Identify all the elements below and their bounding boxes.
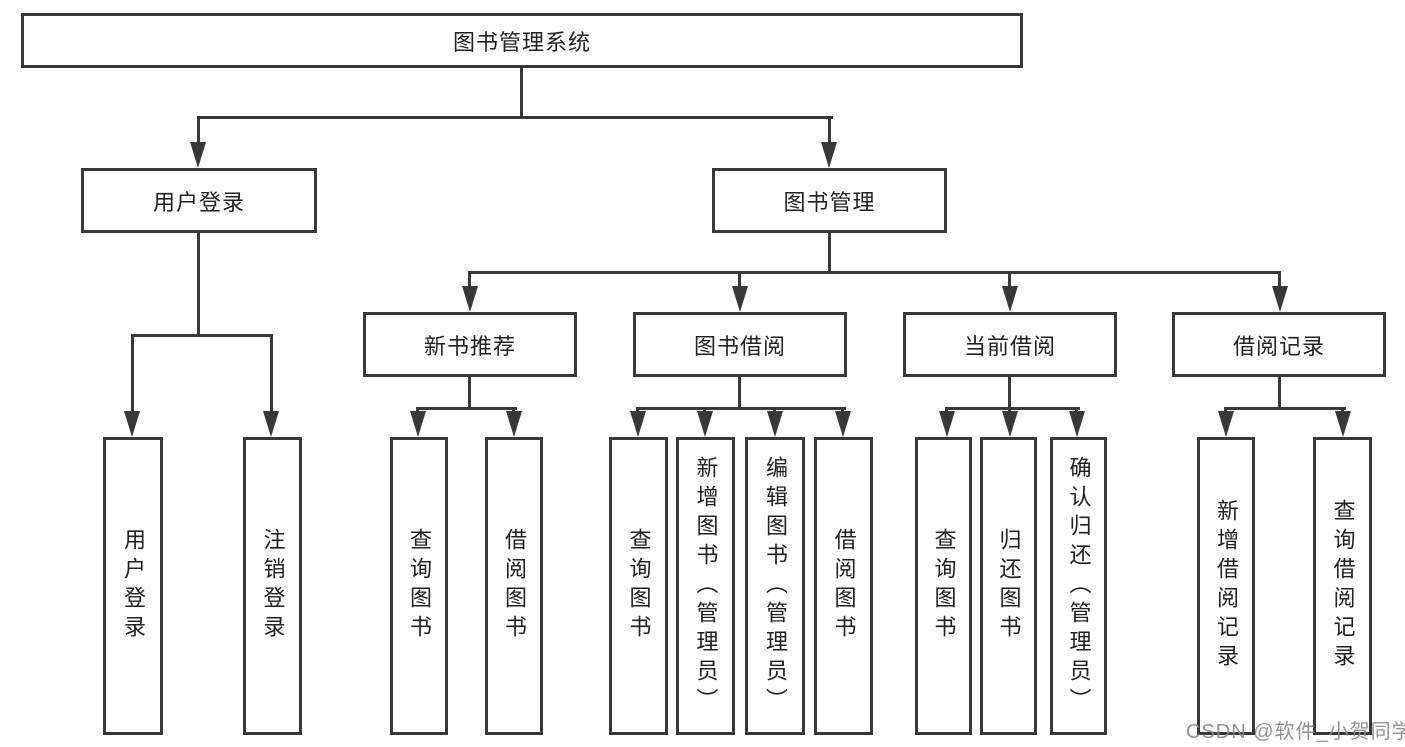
node-label: 图书管理系统	[452, 29, 591, 55]
node-leaf-borrow-books: 借阅图书	[814, 437, 873, 735]
connector-arrowhead	[1002, 286, 1018, 312]
connector-line	[738, 271, 741, 289]
node-label: 查询图书	[931, 528, 957, 644]
connector-line	[1278, 377, 1281, 409]
node-label: 图书管理	[783, 189, 876, 215]
node-leaf-add-book-admin: 新增图书（管理员）	[676, 437, 735, 735]
node-label: 新增借阅记录	[1214, 499, 1239, 673]
node-leaf-query-books-recommend: 查询图书	[390, 437, 448, 735]
connector-line	[738, 377, 741, 409]
node-label: 确认归还（管理员）	[1066, 455, 1092, 717]
node-book-management: 图书管理	[712, 168, 947, 233]
node-label: 查询图书	[626, 528, 652, 644]
connector-arrowhead	[1218, 411, 1234, 437]
connector-line	[945, 407, 1080, 410]
node-new-book-recommendation: 新书推荐	[363, 312, 577, 377]
connector-line	[636, 407, 846, 410]
connector-arrowhead	[506, 411, 522, 437]
connector-line	[1008, 271, 1011, 289]
connector-arrowhead	[630, 411, 646, 437]
connector-arrowhead	[1002, 411, 1018, 437]
connector-line	[416, 407, 517, 410]
node-current-borrowing: 当前借阅	[903, 312, 1117, 377]
node-leaf-user-login: 用户登录	[103, 437, 163, 735]
connector-line	[270, 334, 273, 412]
connector-arrowhead	[1335, 411, 1351, 437]
connector-arrowhead	[1069, 411, 1085, 437]
connector-line	[197, 233, 200, 337]
node-label: 注销登录	[260, 528, 286, 644]
connector-arrowhead	[263, 411, 279, 437]
node-label: 查询借阅记录	[1330, 499, 1356, 673]
connector-arrowhead	[767, 411, 783, 437]
connector-line	[197, 116, 200, 144]
node-leaf-add-borrow-record: 新增借阅记录	[1197, 437, 1255, 735]
node-leaf-query-books-borrowing: 查询图书	[609, 437, 668, 735]
node-leaf-logout: 注销登录	[243, 437, 302, 735]
csdn-watermark: CSDN @软件_小贺同学	[1186, 721, 1405, 743]
node-user-login: 用户登录	[81, 168, 317, 233]
connector-arrowhead	[821, 142, 837, 168]
node-label: 用户登录	[152, 189, 245, 215]
node-label: 借阅图书	[502, 528, 527, 644]
node-label: 新增图书（管理员）	[693, 455, 719, 717]
node-label: 图书借阅	[693, 333, 786, 359]
node-label: 编辑图书（管理员）	[763, 455, 788, 717]
connector-arrowhead	[190, 142, 206, 168]
connector-line	[1008, 377, 1011, 409]
node-leaf-edit-book-admin: 编辑图书（管理员）	[745, 437, 805, 735]
connector-line	[468, 271, 471, 289]
node-leaf-return-book: 归还图书	[980, 437, 1037, 735]
node-label: 查询图书	[407, 528, 432, 644]
connector-arrowhead	[697, 411, 713, 437]
connector-line	[1224, 407, 1346, 410]
node-label: 用户登录	[121, 528, 146, 644]
connector-line	[1278, 271, 1281, 289]
node-label: 归还图书	[996, 528, 1022, 644]
connector-arrowhead	[462, 286, 478, 312]
connector-arrowhead	[1272, 286, 1288, 312]
connector-line	[468, 377, 471, 409]
connector-arrowhead	[835, 411, 851, 437]
connector-arrowhead	[939, 411, 955, 437]
connector-line	[828, 116, 831, 144]
node-leaf-query-books-current: 查询图书	[915, 437, 972, 735]
connector-line	[828, 233, 831, 274]
connector-line	[520, 68, 523, 118]
connector-arrowhead	[732, 286, 748, 312]
node-label: 借阅记录	[1232, 333, 1325, 359]
node-leaf-query-borrow-record: 查询借阅记录	[1313, 437, 1372, 735]
connector-line	[197, 116, 833, 119]
node-library-management-system: 图书管理系统	[21, 13, 1023, 68]
connector-arrowhead	[124, 411, 140, 437]
connector-arrowhead	[410, 411, 426, 437]
node-book-borrowing: 图书借阅	[633, 312, 847, 377]
node-label: 借阅图书	[831, 528, 857, 644]
node-leaf-confirm-return-admin: 确认归还（管理员）	[1050, 437, 1107, 735]
connector-line	[131, 334, 273, 337]
node-leaf-borrow-books-recommend: 借阅图书	[485, 437, 543, 735]
node-label: 当前借阅	[963, 333, 1056, 359]
node-borrowing-records: 借阅记录	[1172, 312, 1386, 377]
connector-line	[131, 334, 134, 412]
connector-line	[468, 271, 1281, 274]
node-label: 新书推荐	[423, 333, 516, 359]
